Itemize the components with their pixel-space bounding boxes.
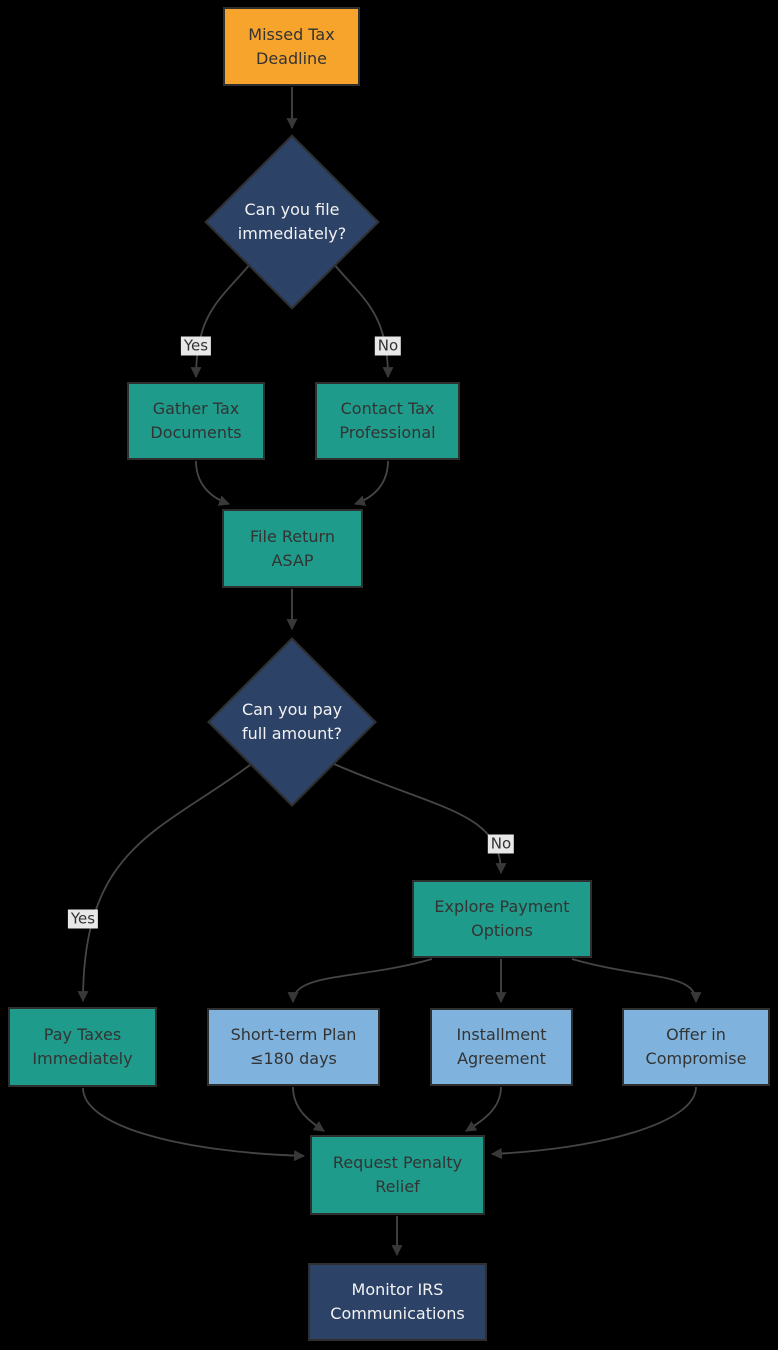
- decision-can-you-file: Can you file immediately?: [204, 134, 380, 310]
- node-label: Gather Tax Documents: [150, 399, 242, 442]
- edge-label-yes-pay: Yes: [67, 909, 99, 929]
- edge-paynow-to-penalty: [82, 1087, 306, 1162]
- edge-canpay-yes: [77, 764, 251, 1003]
- node-label: Offer in Compromise: [645, 1025, 747, 1068]
- node-label: Monitor IRS Communications: [330, 1280, 465, 1323]
- node-installment-agreement: Installment Agreement: [430, 1008, 573, 1086]
- edge-offer-to-penalty: [490, 1086, 697, 1160]
- node-pay-taxes-immediately: Pay Taxes Immediately: [8, 1007, 157, 1087]
- node-missed-tax-deadline: Missed Tax Deadline: [223, 7, 360, 86]
- edge-contact-to-file: [353, 460, 389, 506]
- edge-canfile-yes: [190, 262, 252, 379]
- node-label: Explore Payment Options: [434, 897, 570, 940]
- edge-label-no-file: No: [374, 336, 402, 356]
- node-label: Short-term Plan ≤180 days: [230, 1025, 357, 1068]
- node-label: Can you file immediately?: [237, 200, 347, 243]
- node-label: Contact Tax Professional: [339, 399, 436, 442]
- edge-gather-to-file: [195, 460, 231, 506]
- node-label: Request Penalty Relief: [332, 1153, 463, 1196]
- node-label: Missed Tax Deadline: [248, 24, 335, 68]
- node-explore-payment-options: Explore Payment Options: [412, 880, 592, 958]
- edge-explore-to-offer: [571, 958, 702, 1004]
- node-label: Installment Agreement: [456, 1025, 547, 1068]
- edge-explore-to-shortterm: [287, 958, 433, 1004]
- node-offer-in-compromise: Offer in Compromise: [622, 1008, 770, 1086]
- edge-shortterm-to-penalty: [292, 1086, 325, 1132]
- edge-label-yes-file: Yes: [180, 336, 212, 356]
- node-contact-tax-professional: Contact Tax Professional: [315, 382, 460, 460]
- node-label: Pay Taxes Immediately: [32, 1025, 133, 1068]
- edge-label-no-pay: No: [487, 834, 515, 854]
- node-gather-tax-documents: Gather Tax Documents: [127, 382, 265, 460]
- edge-canpay-no: [333, 763, 507, 875]
- decision-can-you-pay: Can you pay full amount?: [207, 637, 377, 807]
- node-label: Can you pay full amount?: [241, 700, 343, 743]
- node-label: File Return ASAP: [250, 526, 335, 570]
- node-short-term-plan: Short-term Plan ≤180 days: [207, 1008, 380, 1086]
- edge-installment-to-penalty: [465, 1086, 502, 1132]
- node-file-return-asap: File Return ASAP: [222, 509, 363, 588]
- node-request-penalty-relief: Request Penalty Relief: [310, 1135, 485, 1215]
- edge-canfile-no: [332, 262, 394, 379]
- node-monitor-irs-communications: Monitor IRS Communications: [308, 1263, 487, 1341]
